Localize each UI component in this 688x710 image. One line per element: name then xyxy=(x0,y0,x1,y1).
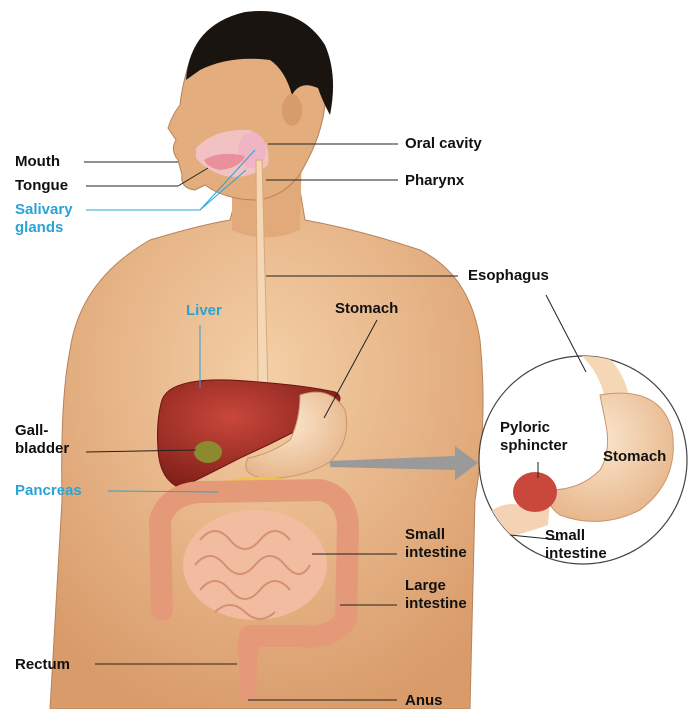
label-inset-stomach: Stomach xyxy=(603,448,666,466)
label-esophagus: Esophagus xyxy=(468,267,549,285)
label-inset-pyloric-sphincter: Pyloric sphincter xyxy=(500,419,568,455)
label-oral-cavity: Oral cavity xyxy=(405,135,482,153)
label-small-intestine: Small intestine xyxy=(405,526,467,562)
label-tongue: Tongue xyxy=(15,177,68,195)
label-salivary-glands: Salivary glands xyxy=(15,201,73,237)
label-anus: Anus xyxy=(405,692,443,710)
label-stomach: Stomach xyxy=(335,300,398,318)
ear xyxy=(282,94,302,126)
label-gallbladder: Gall- bladder xyxy=(15,422,69,458)
pyloric-sphincter-shape xyxy=(513,472,557,512)
label-mouth: Mouth xyxy=(15,153,60,171)
gallbladder-shape xyxy=(194,441,222,463)
label-inset-small-intestine: Small intestine xyxy=(545,527,607,563)
label-pancreas: Pancreas xyxy=(15,482,82,500)
label-liver: Liver xyxy=(186,302,222,320)
label-rectum: Rectum xyxy=(15,656,70,674)
rectum-shape xyxy=(238,640,258,700)
label-large-intestine: Large intestine xyxy=(405,577,467,613)
label-pharynx: Pharynx xyxy=(405,172,464,190)
